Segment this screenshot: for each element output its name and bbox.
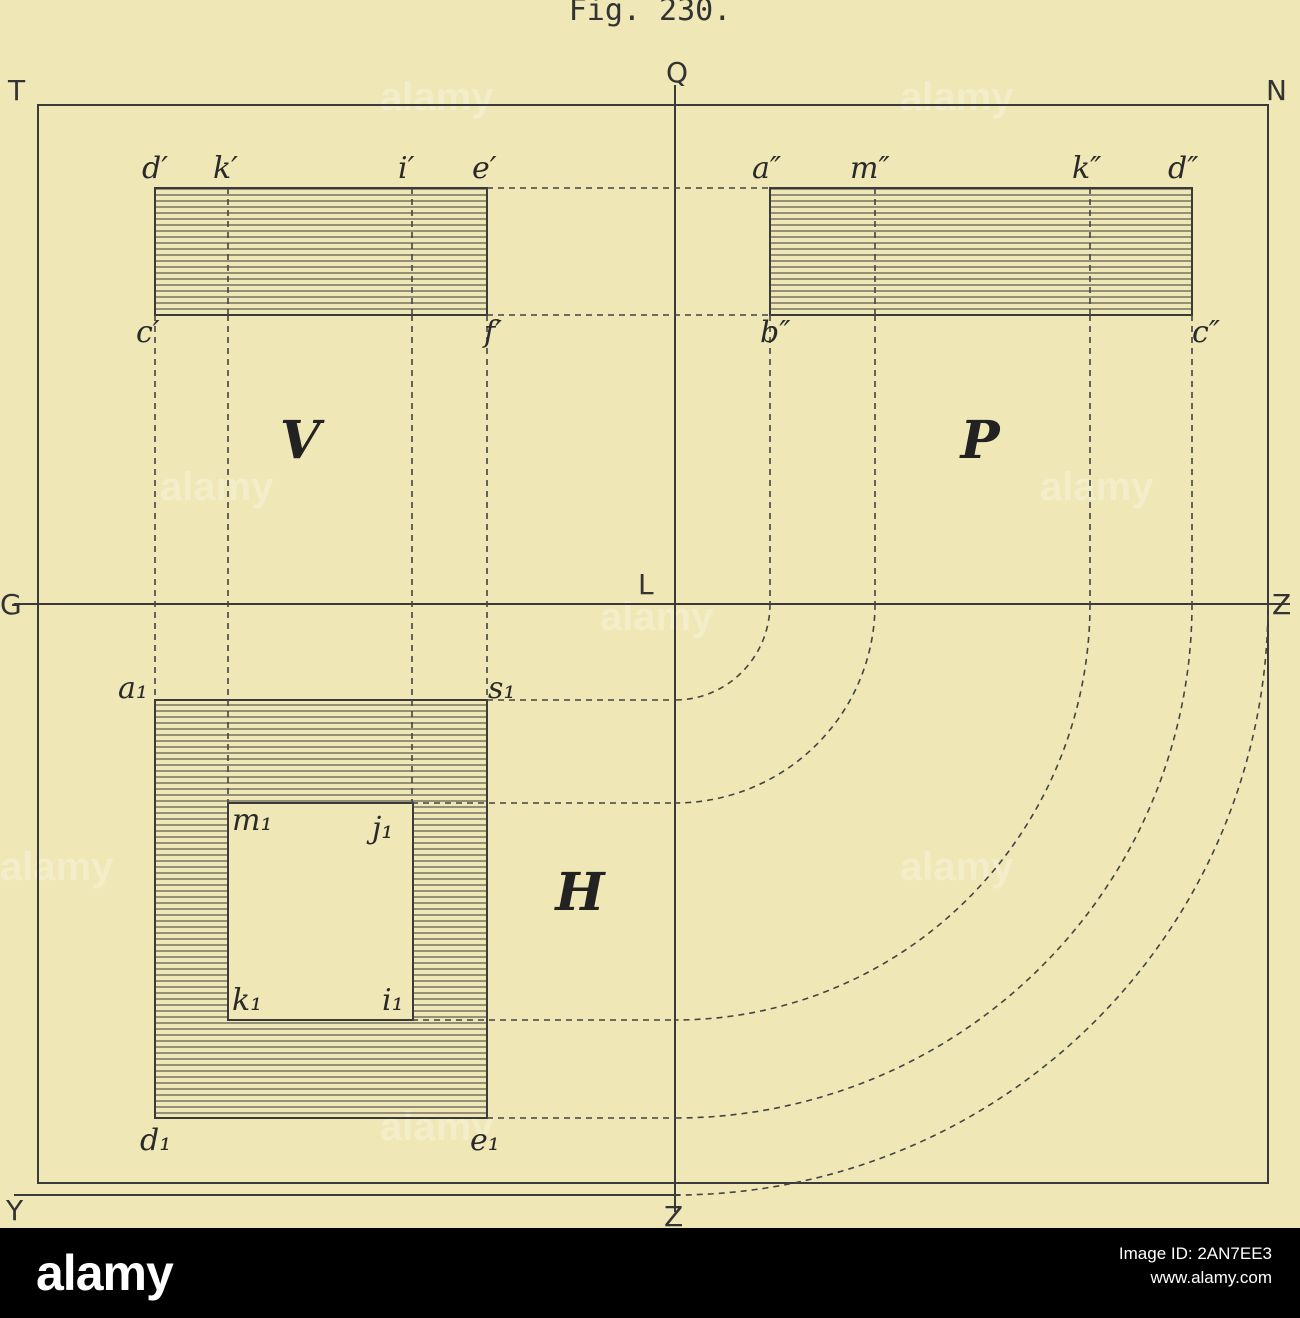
- frame: [37, 104, 1269, 1184]
- axis-label-n: N: [1266, 74, 1287, 107]
- label-i-prime: i′: [398, 151, 415, 186]
- watermark: alamy: [160, 465, 274, 509]
- watermark: alamy: [1040, 465, 1154, 509]
- region-label-v: V: [280, 410, 325, 471]
- image-meta: Image ID: 2AN7EE3 www.alamy.com: [1119, 1242, 1272, 1290]
- axis-label-z-right: Z: [1272, 588, 1291, 621]
- label-e1: e₁: [470, 1123, 500, 1158]
- label-k-prime: k′: [213, 151, 238, 186]
- label-d-double: d″: [1168, 151, 1199, 186]
- orthographic-projection-diagram: alamy alamy alamy alamy alamy alamy alam…: [0, 0, 1291, 1228]
- label-f-prime: f′: [482, 315, 502, 350]
- site-url: www.alamy.com: [1150, 1268, 1272, 1287]
- figure-scan: alamy alamy alamy alamy alamy alamy alam…: [0, 0, 1292, 1228]
- label-a-double: a″: [752, 151, 782, 186]
- front-view: [154, 187, 488, 316]
- label-e-prime: e′: [472, 151, 497, 186]
- axis-label-l: L: [638, 568, 654, 601]
- label-c-prime: c′: [136, 315, 160, 350]
- label-i1: i₁: [382, 983, 404, 1018]
- axis-label-g: G: [0, 588, 22, 621]
- point-labels: d′ k′ i′ e′ c′ f′ a″ m″ k″ d″ b″ c″ a₁ s…: [118, 151, 1221, 1158]
- top-view: [154, 699, 488, 1119]
- axis-label-y: Y: [5, 1194, 24, 1227]
- axis-label-t: T: [7, 74, 26, 107]
- watermark: alamy: [380, 75, 494, 119]
- watermark-layer: alamy alamy alamy alamy alamy alamy alam…: [0, 75, 1154, 1149]
- stock-footer: alamy Image ID: 2AN7EE3 www.alamy.com: [0, 1228, 1300, 1318]
- profile-view: [769, 187, 1193, 316]
- label-s1: s₁: [488, 671, 515, 706]
- watermark: alamy: [900, 75, 1014, 119]
- label-c-double: c″: [1192, 315, 1221, 350]
- label-m-double: m″: [850, 151, 890, 186]
- watermark: alamy: [0, 845, 114, 889]
- alamy-logo: alamy: [36, 1245, 174, 1301]
- region-label-h: H: [553, 862, 606, 923]
- watermark: alamy: [600, 595, 714, 639]
- label-b-double: b″: [760, 315, 791, 350]
- label-d1: d₁: [140, 1123, 171, 1158]
- axis-label-q: Q: [666, 56, 688, 89]
- image-id: Image ID: 2AN7EE3: [1118, 1244, 1272, 1263]
- label-a1: a₁: [118, 671, 148, 706]
- region-label-p: P: [958, 410, 1001, 471]
- figure-caption: Fig. 230.: [569, 0, 732, 28]
- projection-lines: [154, 187, 1269, 1196]
- label-d-prime: d′: [142, 151, 168, 186]
- axis-label-z-bottom: Z: [664, 1200, 683, 1228]
- watermark: alamy: [900, 845, 1014, 889]
- label-m1: m₁: [232, 803, 272, 838]
- label-k-double: k″: [1072, 151, 1102, 186]
- label-k1: k₁: [232, 983, 262, 1018]
